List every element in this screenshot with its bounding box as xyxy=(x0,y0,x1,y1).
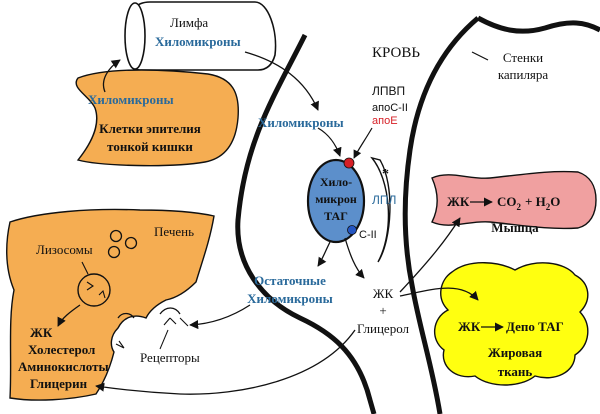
remnant-label-line2: Хиломикроны xyxy=(247,291,333,306)
intestine-label-line1: Клетки эпителия xyxy=(99,121,201,136)
adipose-reaction-left: ЖК xyxy=(458,319,481,334)
hdl-to-chylomicron-arrow xyxy=(353,127,373,159)
products-to-adipose-arrow xyxy=(399,287,479,301)
chylomicron-label-line1: Хило- xyxy=(320,175,352,189)
products-glycerol-label: Глицерол xyxy=(357,321,410,336)
products-to-muscle-arrow xyxy=(399,217,461,293)
co2-subscript: 2 xyxy=(517,202,522,212)
liver-label: Печень xyxy=(154,224,194,239)
blood-label: КРОВЬ xyxy=(372,45,420,61)
blood-chylomicrons-label: Хиломикроны xyxy=(258,115,344,130)
lipoprotein-lipase-shape xyxy=(370,156,391,263)
muscle-reaction-left: ЖК xyxy=(447,194,470,209)
capillary-wall-label-line1: Стенки xyxy=(503,50,543,65)
liver xyxy=(6,208,215,401)
muscle-label: Мышца xyxy=(491,220,539,235)
lysosome-3 xyxy=(107,245,121,259)
apo-e-dot xyxy=(343,157,355,169)
liver-output-fa: ЖК xyxy=(30,325,53,340)
adipose-label-line1: Жировая xyxy=(488,345,542,360)
muscle-tissue xyxy=(431,170,597,230)
intestine-label-line2: тонкой кишки xyxy=(107,139,193,154)
h2o-h: + H xyxy=(525,194,546,209)
remnant-label-line1: Остаточные xyxy=(254,273,326,288)
chylomicron-label-line3: ТАГ xyxy=(324,209,348,223)
products-fa-label: ЖК xyxy=(373,286,394,301)
receptor-pit-1 xyxy=(117,312,135,319)
apo-c2-dot xyxy=(347,225,357,235)
intestinal-epithelium-cell xyxy=(75,69,239,167)
endosome xyxy=(77,273,111,307)
capillary-wall-label-line2: капиляра xyxy=(498,67,549,82)
lymph-label: Лимфа xyxy=(170,15,208,30)
lymph-vessel xyxy=(124,1,277,71)
intestine-to-lymph-arrow xyxy=(102,59,121,93)
liver-output-glycerol: Глицерин xyxy=(30,376,88,391)
liver-output-amino-acids: Аминокислоты xyxy=(18,359,109,374)
capillary-wall-top xyxy=(476,15,600,34)
chylomicron-to-remnant-arrow xyxy=(317,241,331,267)
receptors-label: Рецепторы xyxy=(140,350,200,365)
lysosomes-label: Лизосомы xyxy=(36,242,93,257)
lymph-to-blood-arrow xyxy=(244,51,319,111)
muscle-reaction-products: CO2+ H2O xyxy=(497,194,560,212)
capillary-wall-pointer xyxy=(471,51,489,61)
adipose-reaction-right: Депо ТАГ xyxy=(506,319,564,334)
apo-e-label: апоЕ xyxy=(372,115,398,127)
chylomicron-particle xyxy=(306,158,366,244)
lpl-label: ЛПЛ xyxy=(372,193,396,207)
blood-chylomicrons-arrow xyxy=(317,127,342,157)
h2o-subscript: 2 xyxy=(546,202,551,212)
lysosome-fusion-line xyxy=(81,261,89,275)
products-plus-label: + xyxy=(379,303,386,318)
endosome-receptor-2 xyxy=(98,289,106,299)
capillary-wall-right xyxy=(402,16,480,414)
chylomicron-to-products-arrow xyxy=(344,237,365,279)
hdl-label: ЛПВП xyxy=(372,84,405,98)
lpl-star: * xyxy=(382,167,389,182)
endosome-receptor-1 xyxy=(86,281,94,291)
h2o-o: O xyxy=(550,194,560,209)
receptor-pit-2 xyxy=(159,307,181,315)
receptor-mark-3 xyxy=(179,317,189,327)
co2-co: CO xyxy=(497,194,517,209)
intestine-chylomicrons-label: Хиломикроны xyxy=(88,92,174,107)
endosome-to-products-arrow xyxy=(57,304,81,327)
lysosome-2 xyxy=(124,236,138,250)
liver-output-cholesterol: Холестерол xyxy=(28,342,95,357)
receptors-pointer xyxy=(159,329,169,350)
receptor-mark-1 xyxy=(115,340,125,349)
lysosome-1 xyxy=(109,229,123,243)
remnants-to-liver-arrow xyxy=(189,304,251,330)
adipose-label-line2: ткань xyxy=(498,364,533,379)
chylomicron-label-line2: микрон xyxy=(315,192,357,206)
lymph-vessel-opening xyxy=(124,2,146,70)
receptor-mark-2 xyxy=(163,317,177,326)
apo-c2-label: апоС-II xyxy=(372,102,408,114)
glycerol-to-liver-arrow xyxy=(95,329,356,395)
chylomicron-apoc-label: С-II xyxy=(359,229,377,241)
lymph-chylomicrons-label: Хиломикроны xyxy=(155,34,241,49)
